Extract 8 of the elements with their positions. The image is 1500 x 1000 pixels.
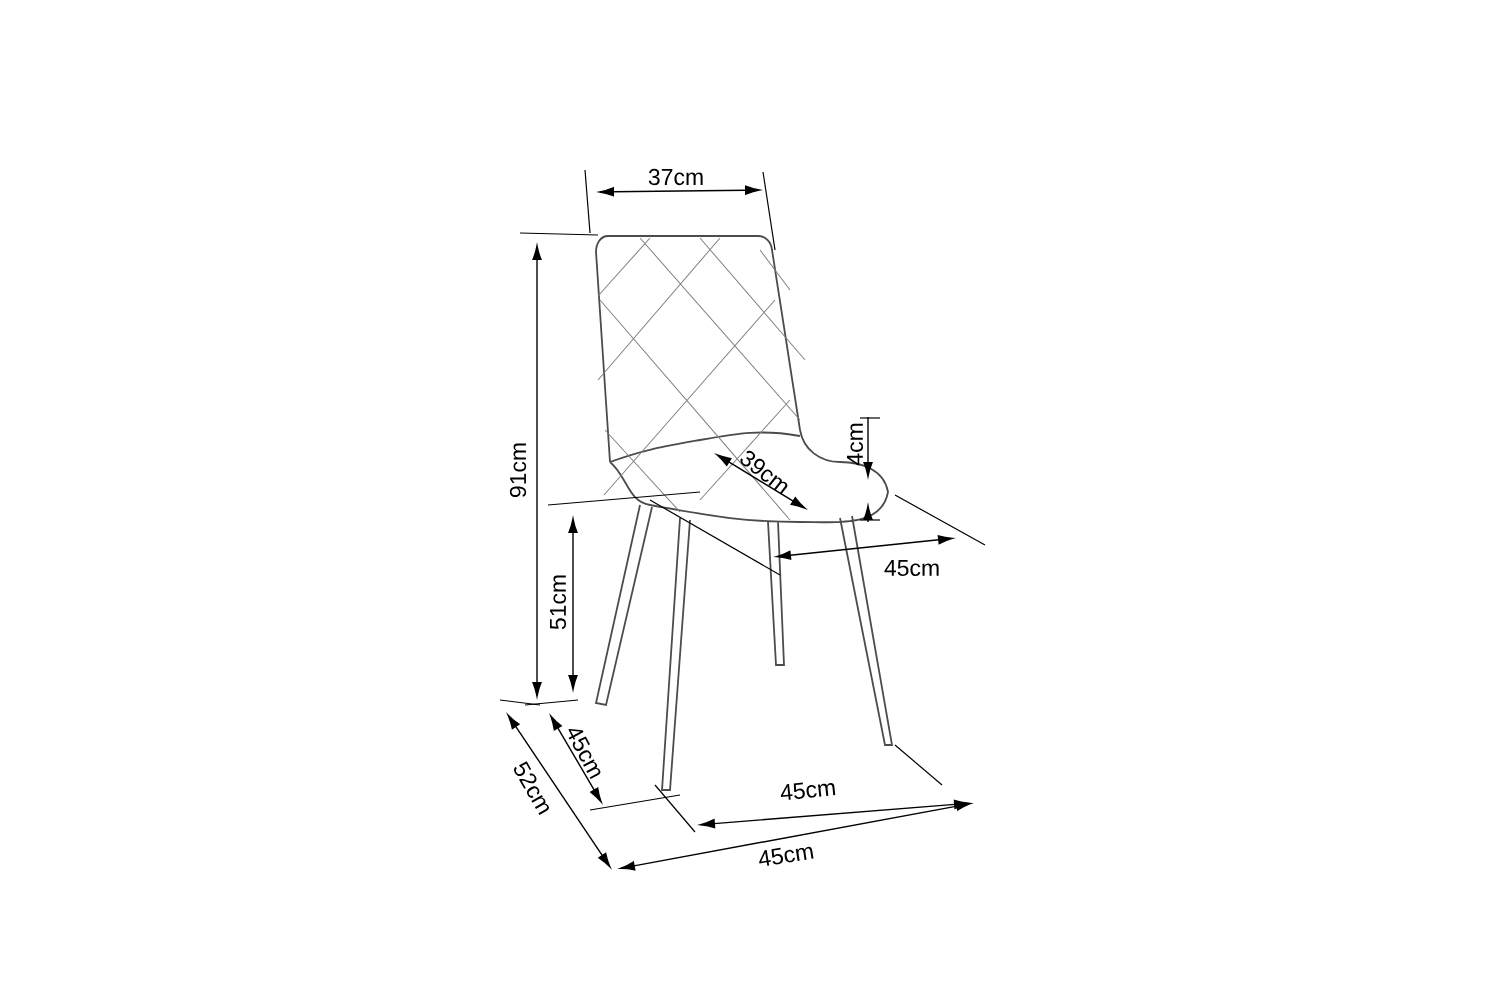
dimension-label: 45cm xyxy=(568,728,601,780)
dimension-label: 4cm xyxy=(847,423,864,466)
dimension-label: 45cm xyxy=(884,560,939,576)
dimension-label: 45cm xyxy=(759,846,814,866)
dimension-label: 51cm xyxy=(550,575,567,630)
dimension-label: 91cm xyxy=(509,443,527,498)
dimension-label: 45cm xyxy=(780,782,836,800)
dimension-label: 37cm xyxy=(648,168,703,186)
